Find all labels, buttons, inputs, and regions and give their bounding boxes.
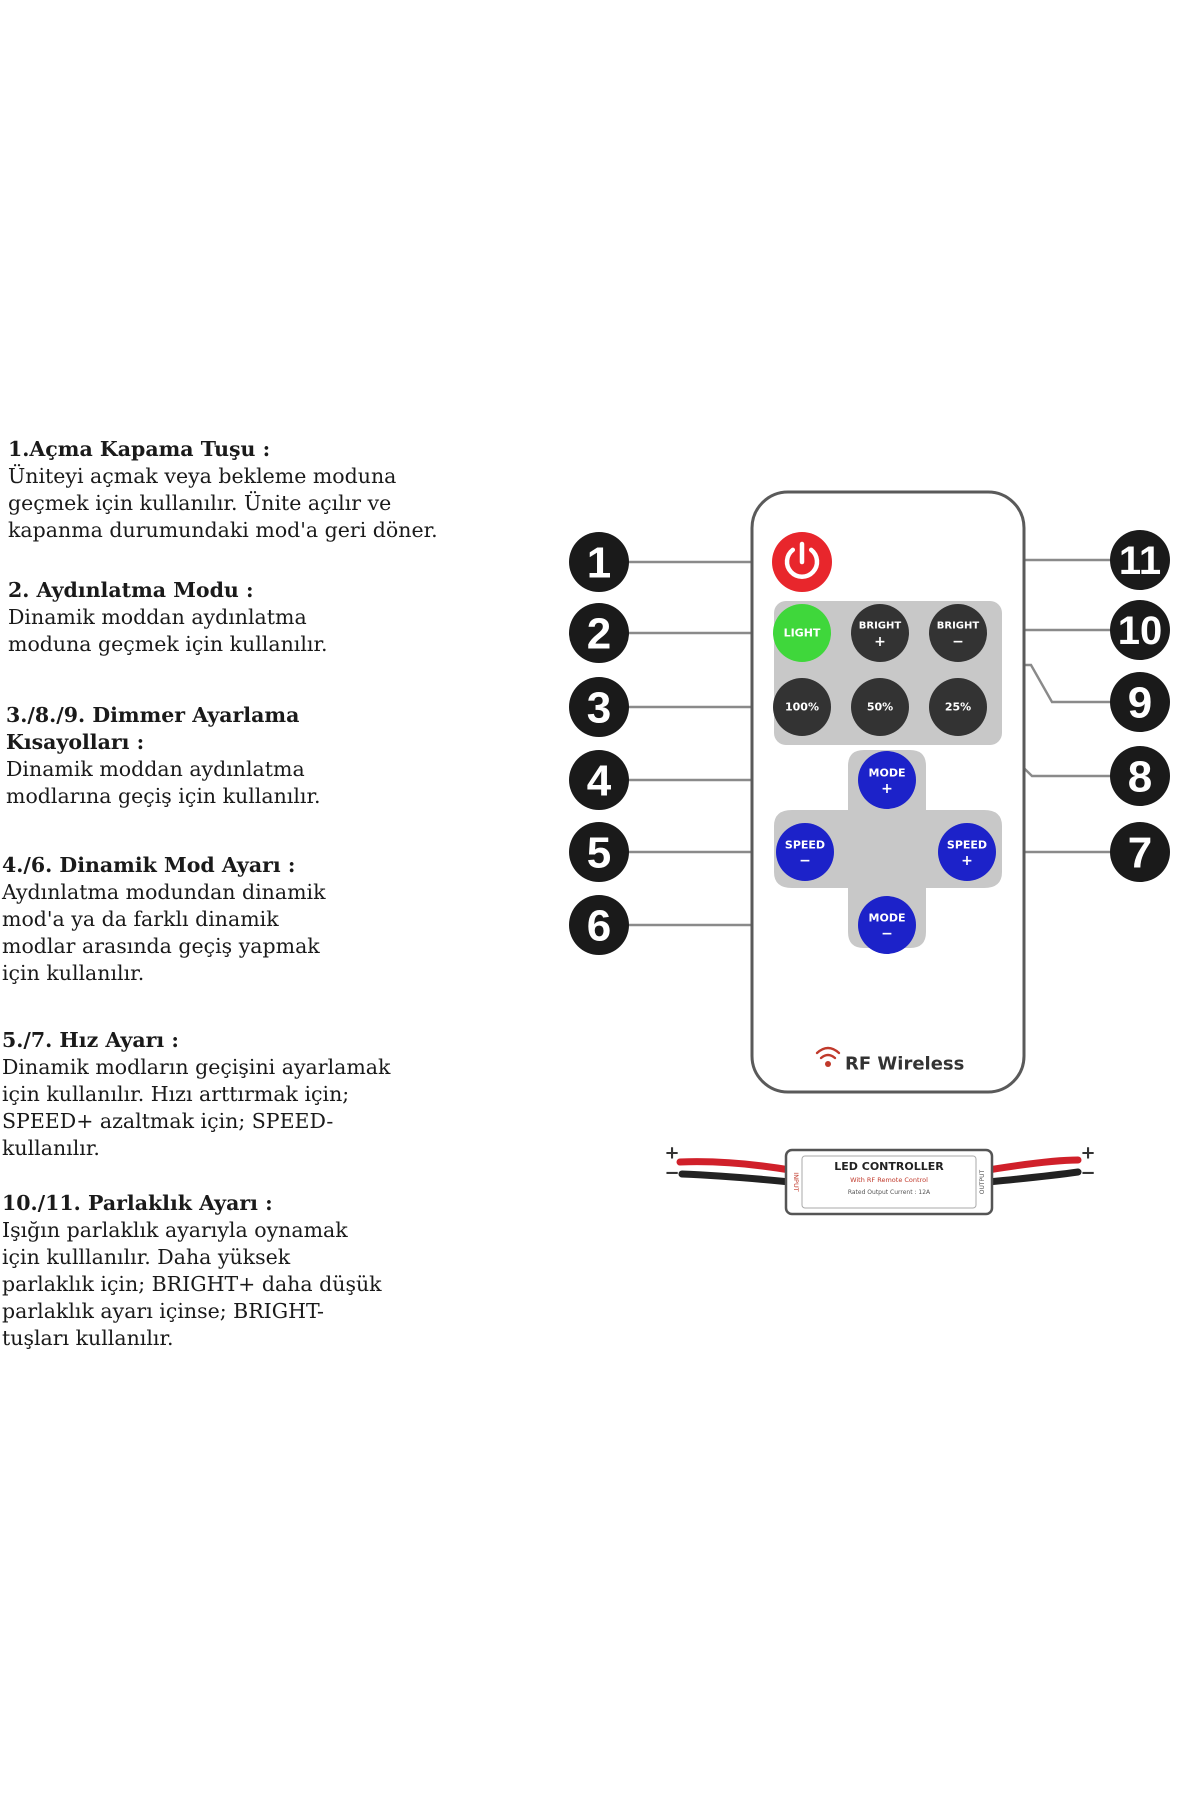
mode-minus-sign: −	[881, 926, 893, 942]
section-body: Işığın parlaklık ayarıyla oynamak için k…	[2, 1218, 382, 1350]
speed-plus-button[interactable]: SPEED +	[938, 823, 996, 881]
section-heading: 5./7. Hız Ayarı :	[2, 1028, 179, 1052]
svg-text:2: 2	[587, 610, 611, 659]
callout-4: 4	[569, 750, 629, 810]
bright-minus-sign: −	[952, 634, 964, 650]
section-power: 1.Açma Kapama Tuşu : Üniteyi açmak veya …	[8, 436, 438, 544]
svg-text:9: 9	[1128, 679, 1152, 728]
svg-text:7: 7	[1128, 829, 1152, 878]
svg-text:8: 8	[1128, 753, 1152, 802]
section-body: Dinamik modların geçişini ayarlamak için…	[2, 1055, 391, 1160]
dim-100-label: 100%	[785, 701, 819, 714]
callout-5: 5	[569, 822, 629, 882]
callout-7: 7	[1110, 822, 1170, 882]
rf-wireless-logo: RF Wireless	[815, 1046, 964, 1075]
controller-output-tag: OUTPUT	[979, 1169, 986, 1194]
speed-plus-sign: +	[961, 853, 973, 869]
dim-50-label: 50%	[867, 701, 893, 714]
section-brightness: 10./11. Parlaklık Ayarı : Işığın parlakl…	[2, 1190, 382, 1352]
svg-text:11: 11	[1119, 539, 1161, 583]
dpad-panel	[774, 750, 1002, 948]
remote-diagram: LIGHT BRIGHT + BRIGHT − 100% 50% 25% MOD…	[569, 490, 1170, 1216]
section-heading: 2. Aydınlatma Modu :	[8, 578, 254, 602]
svg-text:10: 10	[1118, 609, 1163, 653]
dim-25-button[interactable]: 25%	[929, 678, 987, 736]
svg-text:6: 6	[587, 902, 611, 951]
mode-plus-sign: +	[881, 781, 893, 797]
section-body: Aydınlatma modundan dinamik mod'a ya da …	[2, 880, 326, 985]
section-heading: 10./11. Parlaklık Ayarı :	[2, 1191, 273, 1215]
mode-plus-label: MODE	[869, 767, 906, 780]
callout-11: 11	[1110, 530, 1170, 590]
bright-minus-button[interactable]: BRIGHT −	[929, 604, 987, 662]
bright-plus-button[interactable]: BRIGHT +	[851, 604, 909, 662]
callout-1: 1	[569, 532, 629, 592]
svg-text:1: 1	[587, 539, 611, 588]
left-wires	[676, 1158, 794, 1186]
section-body: Üniteyi açmak veya bekleme moduna geçmek…	[8, 464, 438, 542]
wifi-icon	[815, 1046, 841, 1060]
instructions-column: 1.Açma Kapama Tuşu : Üniteyi açmak veya …	[0, 0, 520, 1800]
rf-wireless-label: RF Wireless	[845, 1054, 964, 1075]
bright-plus-sign: +	[874, 634, 886, 650]
controller-spec: Rated Output Current : 12A	[848, 1189, 931, 1196]
section-dynamic-mode: 4./6. Dinamik Mod Ayarı : Aydınlatma mod…	[2, 852, 326, 987]
svg-text:3: 3	[587, 684, 611, 733]
dim-100-button[interactable]: 100%	[773, 678, 831, 736]
controller-label-panel	[801, 1155, 977, 1209]
light-label: LIGHT	[784, 627, 821, 640]
polarity-plus-right: +	[1080, 1143, 1095, 1164]
callout-6: 6	[569, 895, 629, 955]
controller-input-tag: INPUT	[792, 1172, 800, 1191]
section-body: Dinamik moddan aydınlatma modlarına geçi…	[6, 757, 321, 808]
dim-50-button[interactable]: 50%	[851, 678, 909, 736]
dim-25-label: 25%	[945, 701, 971, 714]
callout-8: 8	[1110, 746, 1170, 806]
bright-minus-label: BRIGHT	[937, 621, 980, 632]
callout-9: 9	[1110, 672, 1170, 732]
mode-plus-button[interactable]: MODE +	[858, 751, 916, 809]
led-controller: LED CONTROLLER With RF Remote Control Ra…	[664, 1143, 1096, 1216]
mode-minus-label: MODE	[869, 912, 906, 925]
speed-minus-label: SPEED	[785, 839, 825, 852]
polarity-minus-right: −	[1080, 1163, 1095, 1184]
section-heading: 4./6. Dinamik Mod Ayarı :	[2, 853, 296, 877]
svg-text:4: 4	[587, 757, 612, 806]
controller-subtitle: With RF Remote Control	[850, 1176, 928, 1184]
controller-title: LED CONTROLLER	[834, 1160, 944, 1173]
svg-text:5: 5	[587, 829, 611, 878]
light-button[interactable]: LIGHT	[773, 604, 831, 662]
power-icon	[784, 547, 820, 579]
section-dimmer: 3./8./9. Dimmer Ayarlama Kısayolları : D…	[6, 702, 321, 810]
bright-plus-label: BRIGHT	[859, 621, 902, 632]
section-body: Dinamik moddan aydınlatma moduna geçmek …	[8, 605, 328, 656]
power-button[interactable]	[772, 532, 832, 592]
speed-minus-button[interactable]: SPEED −	[776, 823, 834, 881]
callout-10: 10	[1110, 600, 1170, 660]
callout-3: 3	[569, 677, 629, 737]
speed-plus-label: SPEED	[947, 839, 987, 852]
section-speed: 5./7. Hız Ayarı : Dinamik modların geçiş…	[2, 1027, 390, 1162]
section-heading: 3./8./9. Dimmer Ayarlama Kısayolları :	[6, 703, 300, 754]
polarity-plus-left: +	[664, 1143, 679, 1164]
mode-minus-button[interactable]: MODE −	[858, 896, 916, 954]
speed-minus-sign: −	[799, 853, 811, 869]
section-heading: 1.Açma Kapama Tuşu :	[8, 437, 271, 461]
section-light-mode: 2. Aydınlatma Modu : Dinamik moddan aydı…	[8, 577, 328, 658]
polarity-minus-left: −	[664, 1163, 679, 1184]
callout-2: 2	[569, 603, 629, 663]
right-wires	[984, 1156, 1082, 1186]
